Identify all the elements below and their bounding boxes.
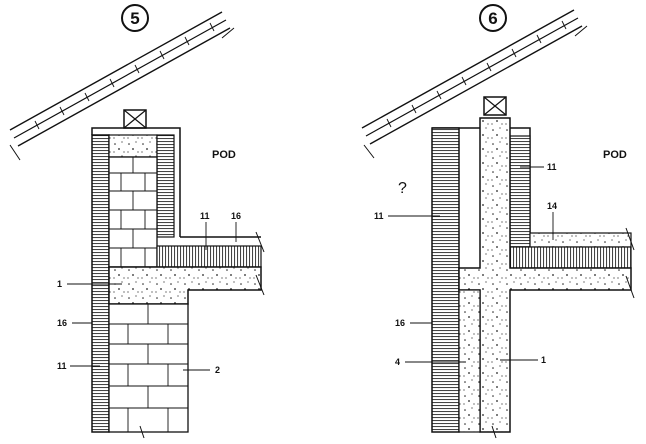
detail-6-question-mark: ? <box>398 180 407 197</box>
detail-5-ceiling-slab <box>108 266 262 305</box>
detail-5-leaders <box>67 222 237 371</box>
detail-5-label-16: 16 <box>57 318 67 328</box>
detail-6-concrete-structure <box>458 117 632 433</box>
detail-5-top-block <box>108 134 158 158</box>
detail-5-label-1: 1 <box>57 279 62 289</box>
detail-6-floor-insulation <box>509 246 632 269</box>
detail-5-label-11: 11 <box>57 361 67 371</box>
detail-5-number-circle <box>121 4 149 32</box>
detail-5-label-16-top: 16 <box>231 211 241 221</box>
detail-6-break-marks <box>491 227 635 439</box>
detail-6-number-circle <box>479 4 507 32</box>
detail-6-inner-insulation <box>509 135 531 249</box>
detail-6-label-16: 16 <box>395 318 405 328</box>
detail-5-parapet-outline <box>91 127 181 237</box>
detail-5-outer-insulation <box>91 134 110 433</box>
detail-5-ridge-beam <box>123 109 147 129</box>
detail-6-leaders <box>388 166 554 363</box>
detail-6-floor-topping <box>529 232 632 248</box>
detail-6-lower-concrete <box>458 289 481 433</box>
detail-5: 5 <box>9 4 265 439</box>
detail-6-number: 6 <box>488 9 497 28</box>
detail-5-floor-insulation <box>156 245 262 268</box>
detail-6-label-1: 1 <box>541 355 546 365</box>
detail-6-room-label: POD <box>603 149 627 161</box>
detail-6-outer-insulation <box>431 127 460 433</box>
detail-5-number: 5 <box>130 9 139 28</box>
detail-5-label-2: 2 <box>215 365 220 375</box>
detail-6-label-11-top: 11 <box>547 162 557 172</box>
detail-5-upper-masonry <box>108 156 158 268</box>
detail-5-roof <box>9 11 235 161</box>
detail-5-break-marks <box>139 231 265 439</box>
detail-5-label-11-top: 11 <box>200 211 210 221</box>
detail-6-label-14: 14 <box>547 201 557 211</box>
detail-6: 6 <box>361 4 635 439</box>
detail-5-inner-insulation <box>156 134 175 238</box>
detail-5-room-label: POD <box>212 149 236 161</box>
detail-6-label-11: 11 <box>374 211 384 221</box>
detail-6-roof <box>361 9 588 159</box>
detail-5-lower-masonry <box>108 303 189 433</box>
detail-6-label-4: 4 <box>395 357 400 367</box>
detail-6-ridge-beam <box>483 96 507 116</box>
